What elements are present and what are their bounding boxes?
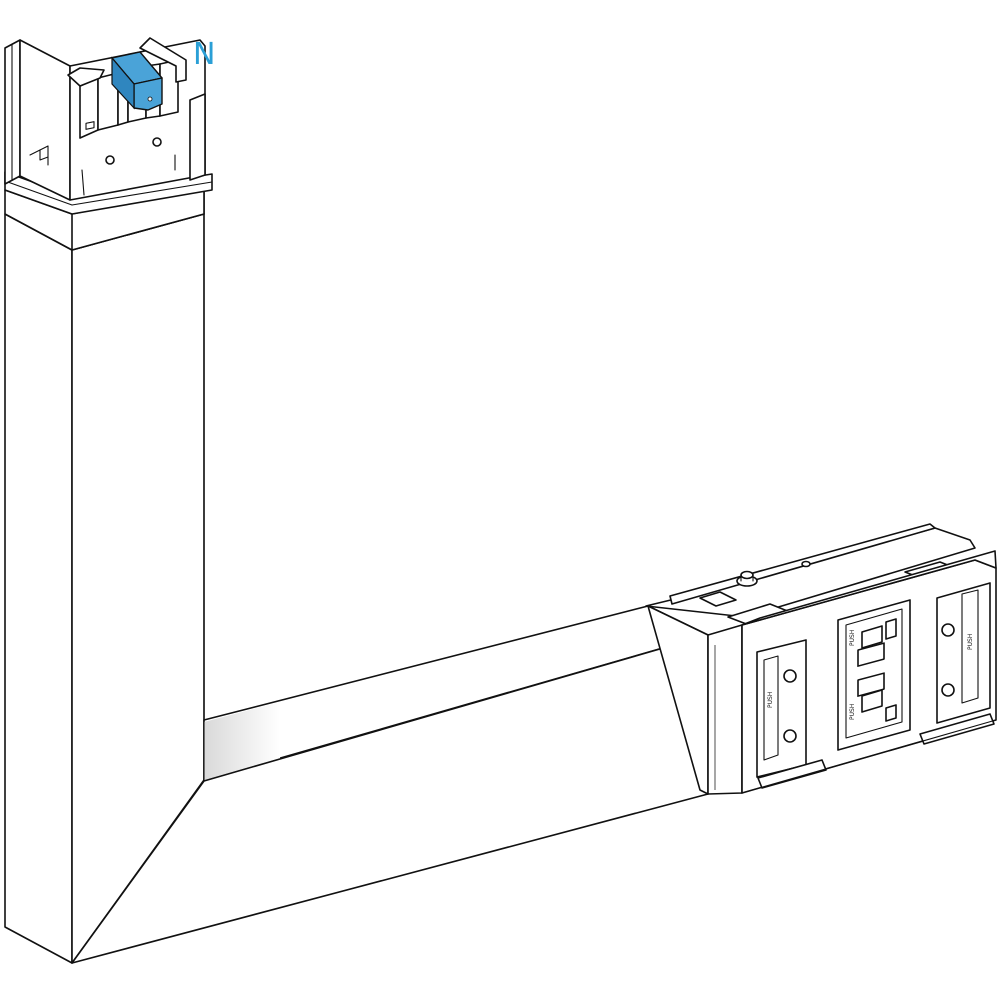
top-terminal-block [4, 37, 213, 251]
clamp-plate-left: PUSH [756, 639, 807, 778]
svg-text:PUSH: PUSH [967, 634, 974, 650]
inner-corner-shade [204, 702, 280, 781]
mounting-hole-right [152, 137, 162, 147]
top-shield [139, 37, 187, 83]
top-hole [801, 560, 811, 568]
clamp-bolt-left-upper [783, 669, 797, 683]
top-bolt [736, 570, 758, 587]
window-bottom [861, 689, 883, 713]
window-top [861, 625, 883, 649]
horizontal-run [71, 605, 743, 964]
neutral-bar-side [111, 56, 135, 110]
foot-left [757, 759, 827, 789]
run-end-band [707, 624, 743, 795]
neutral-label: N [193, 37, 216, 72]
window-upper [857, 642, 885, 667]
clamp-bolt-right-lower [941, 683, 955, 697]
mounting-hole-left [105, 155, 115, 165]
clamp-bolt-right-upper [941, 623, 955, 637]
junction-block: PUSH PUSH PUSH PUSH [645, 523, 997, 794]
vertical-trunk-left-face [4, 213, 73, 964]
neutral-bar-front [133, 77, 163, 111]
svg-text:PUSH: PUSH [849, 630, 856, 646]
clamp-bolt-left-lower [783, 729, 797, 743]
clamp-plate-right: PUSH [936, 582, 991, 724]
center-indicator-panel: PUSH PUSH [837, 599, 911, 751]
svg-text:PUSH: PUSH [849, 704, 856, 720]
neutral-conductor [111, 51, 163, 111]
svg-text:PUSH: PUSH [767, 692, 774, 708]
vertical-trunk [4, 213, 205, 964]
